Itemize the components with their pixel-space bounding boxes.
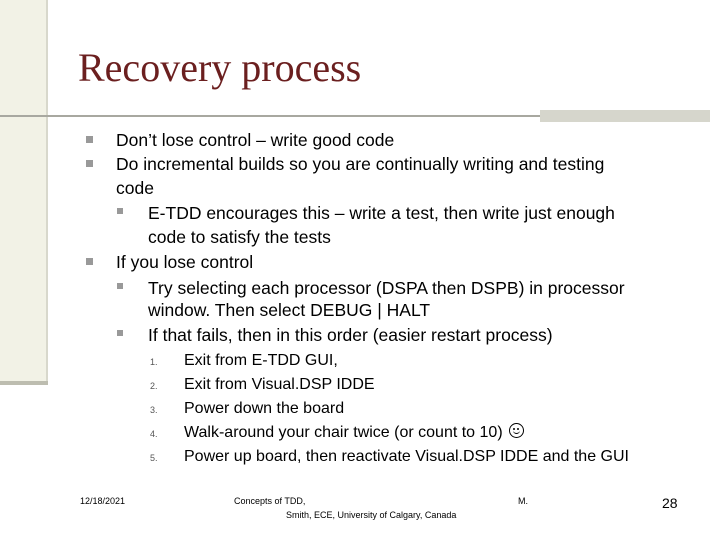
step-number: 3. [150,405,158,415]
step-number: 1. [150,357,158,367]
footer-date: 12/18/2021 [80,496,126,506]
left-strip-edge [46,0,48,385]
bullet-square-icon [86,258,93,265]
page-number: 28 [662,495,678,511]
bullet-text: Do incremental builds so you are continu… [116,154,605,174]
step-text: Power up board, then reactivate Visual.D… [184,448,629,465]
title-divider [0,115,540,117]
bullet-square-icon [86,136,93,143]
sub-bullet-square-icon [117,283,123,289]
footer-course-line2: Smith, ECE, University of Calgary, Canad… [286,510,457,520]
step-text: Exit from Visual.DSP IDDE [184,376,375,393]
step-text: Walk-around your chair twice (or count t… [184,424,503,441]
sub-bullet-square-icon [117,208,123,214]
bullet-text: If you lose control [116,252,254,272]
step-text: Exit from E-TDD GUI, [184,352,338,369]
sub-bullet-text-continued: window. Then select DEBUG | HALT [148,300,431,320]
bullet-square-icon [86,160,93,167]
sub-bullet-text-continued: code to satisfy the tests [148,227,331,247]
footer-author-initial: M. [518,496,528,506]
footer-course-line1: Concepts of TDD, [234,496,306,506]
sub-bullet-text: Try selecting each processor (DSPA then … [148,278,625,298]
bullet-text-continued: code [116,178,154,198]
step-item: Walk-around your chair twice (or count t… [184,421,524,445]
step-number: 2. [150,381,158,391]
sub-bullet-text: If that fails, then in this order (easie… [148,325,553,345]
step-number: 4. [150,429,158,439]
smiley-face-icon [508,423,524,438]
bullet-text: Don’t lose control – write good code [116,130,395,150]
left-strip-bottom-bar [0,381,48,385]
step-number: 5. [150,453,158,463]
title-divider-accent [540,110,710,122]
sub-bullet-text: E-TDD encourages this – write a test, th… [148,203,615,223]
left-decorative-strip [0,0,48,385]
slide-title: Recovery process [78,45,362,90]
sub-bullet-square-icon [117,330,123,336]
step-text: Power down the board [184,400,345,417]
